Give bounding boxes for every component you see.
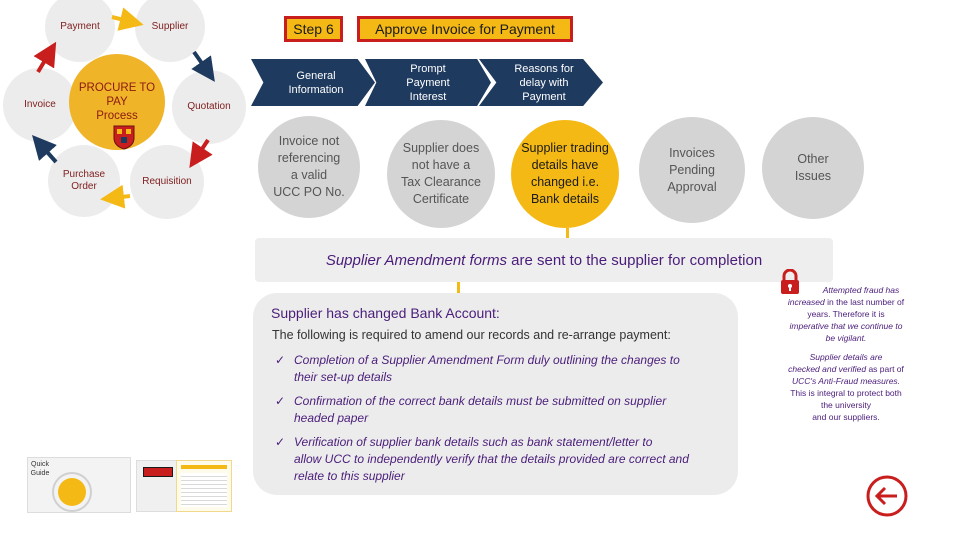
issue-4-line2: Pending [667,162,716,179]
arrow-to-invoice [40,144,56,162]
note1-line2a: increased [788,297,825,307]
document-thumbnail-2[interactable] [176,460,232,512]
banner-italic: Supplier Amendment forms [326,252,507,269]
chevron-3-line3: Payment [514,90,573,104]
document-thumbnail-lines [181,473,227,507]
quick-guide-line1: Quick [28,460,52,469]
note2-line5: the university [772,399,920,411]
arrow-to-payment [38,52,50,72]
note1-line4: imperative that we continue to [772,320,920,332]
quick-guide-thumbnail[interactable]: Quick Guide [27,457,131,513]
issue-2-line3: Tax Clearance [401,174,481,191]
document-thumbnail-logo [143,467,173,477]
req-3-line3: relate to this supplier [294,468,689,485]
issue-other[interactable]: Other Issues [762,117,864,219]
req-2-line1: Confirmation of the correct bank details… [294,393,666,410]
req-1-line2: their set-up details [294,369,680,386]
arrow-to-quotation [194,52,208,72]
chevron-1-line1: General [288,69,343,83]
req-3-line1: Verification of supplier bank details su… [294,434,689,451]
chevron-1-line2: Information [288,83,343,97]
document-thumbnail-1[interactable] [136,460,180,512]
issue-4-line1: Invoices [667,145,716,162]
note2-line2a: checked and verified [788,364,866,374]
quick-guide-label: Quick Guide [28,460,52,478]
req-3-line2: allow UCC to independently verify that t… [294,451,689,468]
step-label: Step 6 [284,16,343,42]
req-1-line1: Completion of a Supplier Amendment Form … [294,352,680,369]
issue-1-line2: referencing [273,150,345,167]
fraud-note: Attempted fraud has increased in the las… [772,284,920,344]
issue-1-line4: UCC PO No. [273,184,345,201]
req-2-line2: headed paper [294,410,666,427]
arrow-to-purchase-order [112,196,130,198]
issue-1-line3: a valid [273,167,345,184]
requirement-item-2: ✓ Confirmation of the correct bank detai… [275,393,666,427]
chevron-prompt-payment-interest[interactable]: Prompt Payment Interest [365,59,491,106]
requirement-item-1: ✓ Completion of a Supplier Amendment For… [275,352,680,386]
issue-trading-details-changed[interactable]: Supplier trading details have changed i.… [511,120,619,228]
issue-invoices-pending-approval[interactable]: Invoices Pending Approval [639,117,745,223]
anti-fraud-note: Supplier details are checked and verifie… [772,351,920,423]
check-icon: ✓ [275,393,294,427]
issue-1-line1: Invoice not [273,133,345,150]
chevron-2-line2: Payment [406,76,449,90]
chevron-3-line2: delay with [514,76,573,90]
back-arrow-button[interactable] [865,474,909,518]
issue-4-line3: Approval [667,179,716,196]
issue-3-line1: Supplier trading [521,140,609,157]
amendment-banner: Supplier Amendment forms are sent to the… [255,238,833,282]
chevron-general-information[interactable]: General Information [251,59,375,106]
issue-2-line4: Certificate [401,191,481,208]
chevron-2-line1: Prompt [406,62,449,76]
issue-2-line2: not have a [401,157,481,174]
note1-line3: years. Therefore it is [772,308,920,320]
step-title: Approve Invoice for Payment [357,16,573,42]
chevron-3-line1: Reasons for [514,62,573,76]
banner-rest-2: to the supplier for completion [570,252,763,269]
check-icon: ✓ [275,434,294,485]
quick-guide-graphic-ring [52,472,92,512]
note2-line4: This is integral to protect both [772,387,920,399]
panel-intro: The following is required to amend our r… [272,328,671,342]
quick-guide-line2: Guide [28,469,52,478]
document-thumbnail-header [181,465,227,469]
note1-line1: Attempted fraud has [772,284,920,296]
arrow-supplier-to-payment-cycle [112,17,132,22]
issue-no-tax-clearance[interactable]: Supplier does not have a Tax Clearance C… [387,120,495,228]
step-title-text: Approve Invoice for Payment [375,21,555,37]
issue-3-line2: details have [521,157,609,174]
issue-5-line2: Issues [795,168,831,185]
arrow-to-requisition [196,140,208,158]
step-label-text: Step 6 [293,21,333,37]
banner-rest-1: are sent [507,252,570,269]
panel-title: Supplier has changed Bank Account: [271,305,500,321]
issue-invoice-not-referencing-po[interactable]: Invoice not referencing a valid UCC PO N… [258,116,360,218]
issue-3-line4: Bank details [521,191,609,208]
issue-5-line1: Other [795,151,831,168]
note1-line5: be vigilant. [772,332,920,344]
note2-line6: and our suppliers. [772,411,920,423]
note2-line2b: as part of [866,364,904,374]
note2-line3: UCC's Anti-Fraud measures. [772,375,920,387]
requirement-item-3: ✓ Verification of supplier bank details … [275,434,689,485]
note1-line2b: in the last number of [825,297,904,307]
cycle-arrows [0,0,250,215]
note2-line1: Supplier details are [772,351,920,363]
chevron-2-line3: Interest [406,90,449,104]
chevron-reasons-for-delay[interactable]: Reasons for delay with Payment [479,59,603,106]
issue-3-line3: changed i.e. [521,174,609,191]
check-icon: ✓ [275,352,294,386]
issue-2-line1: Supplier does [401,140,481,157]
